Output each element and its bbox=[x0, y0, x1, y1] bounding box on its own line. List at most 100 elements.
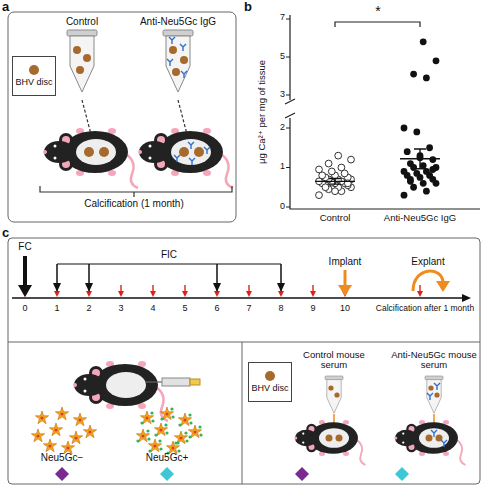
antibody bbox=[189, 158, 195, 165]
tick-head bbox=[417, 291, 423, 297]
tick-stem bbox=[120, 285, 121, 292]
group-diamond bbox=[55, 467, 69, 481]
antibody bbox=[167, 59, 173, 66]
implanted-disc bbox=[426, 435, 433, 442]
week-number: 7 bbox=[246, 304, 251, 314]
panel-divider bbox=[8, 342, 480, 484]
panel-frame bbox=[8, 12, 236, 222]
antibody-tube bbox=[163, 30, 193, 92]
implanted-disc bbox=[99, 147, 109, 157]
axis-break bbox=[285, 99, 295, 118]
panel-letter: c bbox=[2, 226, 9, 240]
timeline-axis bbox=[12, 297, 462, 299]
bracket bbox=[40, 186, 232, 197]
antibody bbox=[181, 71, 187, 78]
cell-star bbox=[43, 439, 56, 452]
data-point bbox=[401, 168, 408, 175]
data-point bbox=[328, 168, 335, 175]
serum-tube bbox=[425, 376, 443, 413]
neu5gc-dot bbox=[136, 439, 139, 442]
disc bbox=[83, 54, 91, 62]
injected-mouse bbox=[73, 361, 168, 421]
data-point bbox=[413, 170, 420, 177]
arrow-head bbox=[277, 283, 285, 292]
antibody bbox=[427, 393, 433, 400]
mouse bbox=[394, 420, 465, 465]
group-label: Control bbox=[66, 16, 98, 27]
box-text: BHV disc bbox=[251, 384, 288, 394]
group-diamond bbox=[295, 467, 309, 481]
neu5gc-dot bbox=[165, 431, 168, 434]
neu5gc-dot bbox=[184, 431, 187, 434]
disc bbox=[328, 385, 333, 390]
neu5gc-dot bbox=[178, 423, 181, 426]
arrow-head bbox=[462, 294, 471, 302]
panel-letter: b bbox=[244, 0, 252, 14]
week-number: 8 bbox=[278, 304, 283, 314]
tick-label: 2 bbox=[280, 123, 285, 133]
arrow-head bbox=[213, 283, 221, 292]
tube-label: Control mouse serum bbox=[294, 350, 374, 371]
control-tube bbox=[67, 30, 97, 92]
neu5gc-dot bbox=[170, 407, 173, 410]
neu5gc-dot bbox=[171, 415, 174, 418]
syringe-needle bbox=[146, 381, 162, 382]
panel-letter: a bbox=[2, 0, 9, 14]
cell-star bbox=[49, 423, 62, 436]
tick-label: 1 bbox=[280, 162, 285, 172]
group-label: Neu5Gc+ bbox=[146, 452, 189, 463]
neu5gc-dot bbox=[199, 433, 202, 436]
data-point bbox=[410, 71, 417, 78]
data-point bbox=[316, 192, 323, 199]
disc bbox=[434, 392, 439, 397]
arrow-head bbox=[85, 283, 93, 292]
fic-bracket bbox=[57, 263, 281, 264]
neu5gc-dot bbox=[188, 435, 191, 438]
data-point bbox=[410, 184, 417, 191]
timeline-note: Calcification after 1 month bbox=[376, 304, 474, 313]
data-point bbox=[423, 75, 430, 82]
fc-arrow bbox=[23, 256, 27, 288]
group-label: Neu5Gc− bbox=[41, 452, 84, 463]
syringe-barrel bbox=[162, 378, 190, 386]
disc bbox=[169, 46, 177, 54]
cell-star bbox=[73, 413, 86, 426]
antibody bbox=[441, 440, 447, 447]
neu5gc-dot bbox=[159, 447, 162, 450]
axis-category: Anti-Neu5Gc IgG bbox=[384, 213, 456, 223]
antibody bbox=[434, 383, 440, 390]
mean-error-bar bbox=[315, 179, 355, 185]
mouse bbox=[43, 128, 138, 188]
serum-tube bbox=[325, 376, 343, 413]
tube-label: Anti-Neu5Gc mouse serum bbox=[388, 350, 480, 371]
tick-label: 3 bbox=[280, 90, 285, 100]
tick-head bbox=[118, 291, 124, 297]
tick-stem bbox=[248, 285, 249, 292]
cell-cluster bbox=[136, 407, 202, 455]
cell-star bbox=[55, 407, 68, 420]
legend-box: BHV disc bbox=[248, 362, 292, 402]
cell-star bbox=[31, 429, 44, 442]
week-number: 9 bbox=[310, 304, 315, 314]
syringe bbox=[146, 378, 200, 386]
disc-icon bbox=[29, 65, 39, 75]
cell-star bbox=[160, 407, 173, 420]
data-point bbox=[335, 152, 342, 159]
axis-category: Control bbox=[320, 213, 351, 223]
mean-error-bar bbox=[400, 149, 440, 169]
data-point bbox=[407, 160, 414, 167]
data-point bbox=[316, 166, 323, 173]
neu5gc-dot bbox=[198, 425, 201, 428]
antibody bbox=[174, 155, 180, 162]
mouse bbox=[294, 420, 365, 465]
week-number: 3 bbox=[118, 304, 123, 314]
implant-arrow bbox=[344, 270, 347, 287]
data-point bbox=[338, 164, 345, 171]
neu5gc-dot bbox=[164, 423, 167, 426]
neu5gc-dot bbox=[189, 421, 192, 424]
implanted-disc bbox=[179, 147, 189, 157]
timeline-event: Implant bbox=[329, 256, 362, 267]
tick-label: 7 bbox=[280, 13, 285, 23]
disc bbox=[180, 56, 188, 64]
cell-star bbox=[83, 425, 96, 438]
